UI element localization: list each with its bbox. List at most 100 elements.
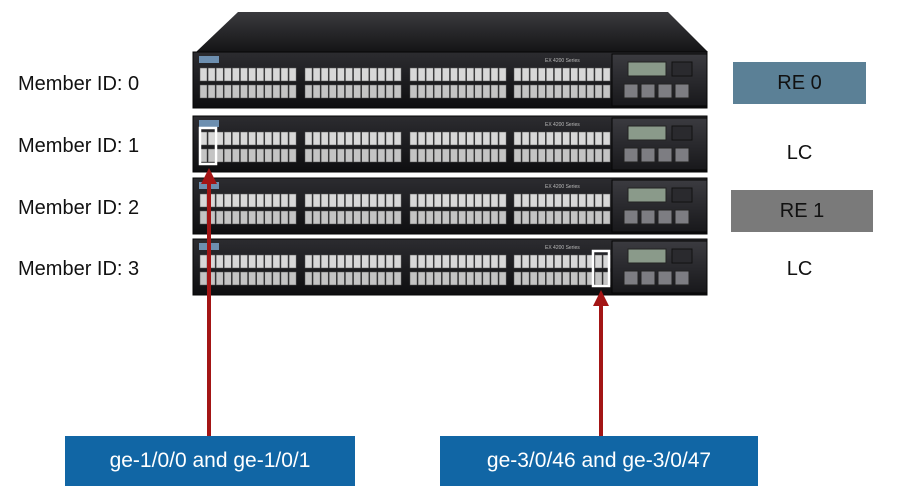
- ethernet-port: [554, 210, 562, 225]
- ethernet-port: [264, 210, 273, 225]
- lcd-display: [627, 125, 667, 141]
- ethernet-port: [385, 148, 394, 163]
- ethernet-port: [474, 84, 483, 99]
- ethernet-port: [199, 193, 208, 208]
- ethernet-port: [353, 148, 361, 163]
- ethernet-port: [458, 271, 466, 286]
- ethernet-port: [529, 210, 538, 225]
- ethernet-port: [490, 67, 499, 82]
- ethernet-port: [513, 254, 522, 269]
- sfp-port: [640, 147, 656, 163]
- ethernet-port: [594, 67, 603, 82]
- ethernet-port: [586, 210, 595, 225]
- callout-right: ge-3/0/46 and ge-3/0/47: [440, 436, 758, 486]
- ethernet-port: [498, 148, 507, 163]
- ethernet-port: [490, 84, 499, 99]
- ethernet-port: [304, 67, 313, 82]
- ethernet-port: [594, 131, 603, 146]
- ethernet-port: [498, 254, 507, 269]
- ethernet-port: [409, 148, 418, 163]
- ethernet-port: [369, 210, 378, 225]
- ethernet-port: [369, 148, 378, 163]
- ethernet-port: [482, 271, 491, 286]
- ethernet-port: [199, 84, 208, 99]
- ethernet-port: [329, 271, 337, 286]
- ethernet-port: [312, 210, 321, 225]
- ethernet-port: [554, 131, 562, 146]
- ethernet-port: [474, 67, 483, 82]
- ethernet-port: [466, 131, 474, 146]
- sfp-port: [623, 147, 639, 163]
- ethernet-port: [417, 193, 426, 208]
- ethernet-port: [434, 67, 442, 82]
- ethernet-port: [586, 131, 595, 146]
- ethernet-port: [272, 210, 281, 225]
- ethernet-port: [538, 254, 546, 269]
- ethernet-port: [345, 254, 353, 269]
- ethernet-port: [442, 210, 450, 225]
- ethernet-port: [361, 254, 369, 269]
- ethernet-port: [474, 193, 483, 208]
- sfp-port: [657, 83, 673, 99]
- ethernet-port: [393, 271, 402, 286]
- ethernet-port: [280, 67, 289, 82]
- ethernet-port: [304, 271, 313, 286]
- ethernet-port: [345, 84, 353, 99]
- ethernet-port: [546, 193, 554, 208]
- ethernet-port: [264, 271, 273, 286]
- sfp-port: [623, 83, 639, 99]
- ethernet-port: [417, 84, 426, 99]
- ethernet-port: [513, 131, 522, 146]
- lcd-buttons: [671, 187, 693, 203]
- ethernet-port: [570, 148, 578, 163]
- ethernet-port: [353, 271, 361, 286]
- ethernet-port: [337, 254, 345, 269]
- ethernet-port: [232, 148, 240, 163]
- ethernet-port: [272, 131, 281, 146]
- ethernet-port: [304, 84, 313, 99]
- ethernet-port: [320, 210, 329, 225]
- switch-unit-3: EX 4200 Series: [192, 238, 708, 296]
- ethernet-port: [594, 210, 603, 225]
- ethernet-port: [280, 84, 289, 99]
- sfp-port: [674, 147, 690, 163]
- ethernet-port: [280, 148, 289, 163]
- ethernet-port: [264, 84, 273, 99]
- ethernet-port: [232, 131, 240, 146]
- ethernet-port: [442, 254, 450, 269]
- ethernet-port: [442, 131, 450, 146]
- ethernet-port: [450, 131, 458, 146]
- ethernet-port: [240, 271, 248, 286]
- ethernet-port: [288, 84, 297, 99]
- ethernet-port: [529, 271, 538, 286]
- ethernet-port: [345, 148, 353, 163]
- ethernet-port: [554, 84, 562, 99]
- vendor-logo: [199, 56, 219, 63]
- ethernet-port: [434, 131, 442, 146]
- ethernet-port: [482, 210, 491, 225]
- ethernet-port: [578, 254, 587, 269]
- ethernet-port: [562, 254, 570, 269]
- lcd-buttons: [671, 248, 693, 264]
- ethernet-port: [482, 131, 491, 146]
- port-highlight-ge-1-0-0: [198, 126, 218, 166]
- ethernet-port: [248, 148, 256, 163]
- callout-left-text: ge-1/0/0 and ge-1/0/1: [109, 449, 311, 472]
- ethernet-port: [377, 210, 386, 225]
- ethernet-port: [594, 84, 603, 99]
- ethernet-port: [320, 254, 329, 269]
- ethernet-port: [232, 84, 240, 99]
- ethernet-port: [521, 67, 530, 82]
- ethernet-port: [578, 131, 587, 146]
- ethernet-port: [280, 210, 289, 225]
- ethernet-port: [513, 148, 522, 163]
- sfp-port: [674, 209, 690, 225]
- ethernet-port: [586, 84, 595, 99]
- ethernet-port: [513, 210, 522, 225]
- ethernet-port: [594, 271, 603, 286]
- ethernet-port: [353, 193, 361, 208]
- ethernet-port: [264, 193, 273, 208]
- ethernet-port: [385, 254, 394, 269]
- ethernet-port: [248, 67, 256, 82]
- ethernet-port: [256, 148, 264, 163]
